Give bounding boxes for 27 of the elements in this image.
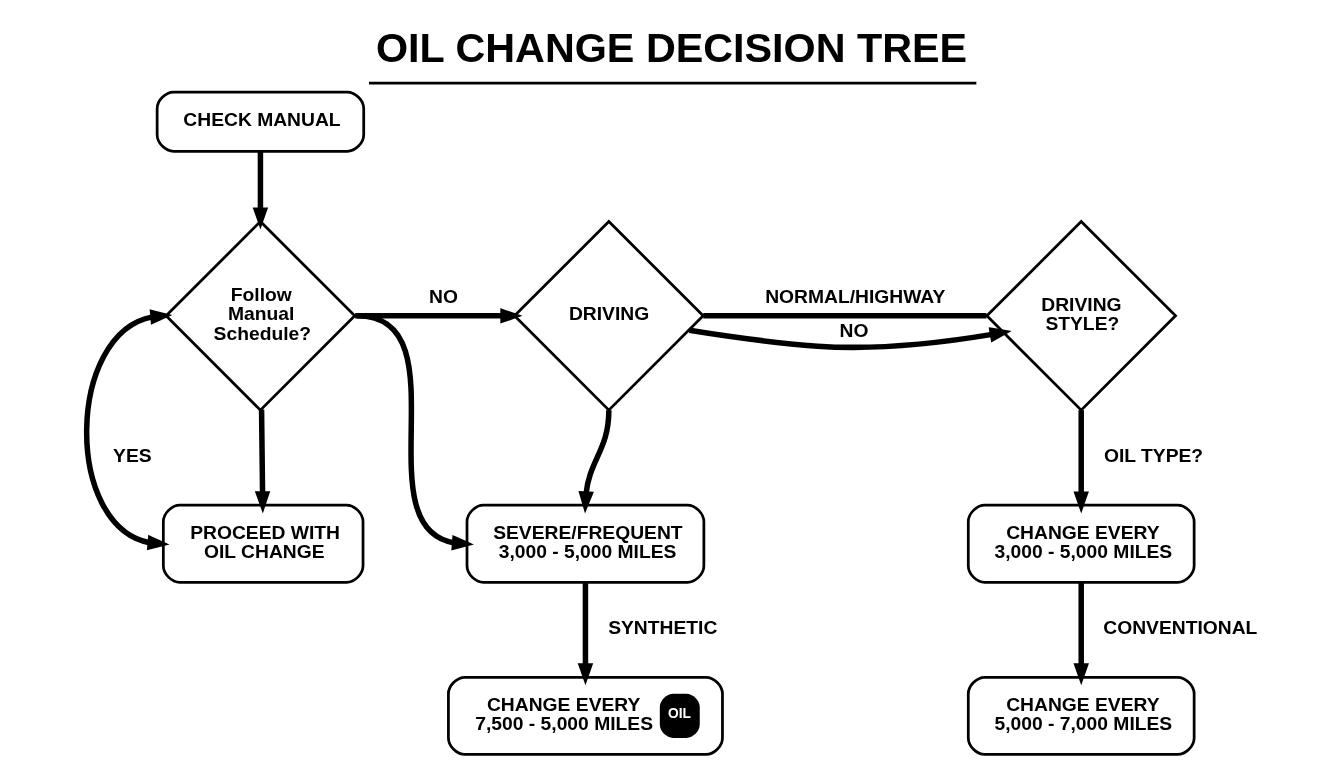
edge-label: CONVENTIONAL [1103,617,1258,639]
arrow [356,313,474,551]
arrow [355,308,523,324]
edge-label: NO [839,320,869,342]
arrow [254,409,271,514]
node-diamond: DRIVING [512,219,706,413]
arrow [577,582,594,686]
node-diamond: DRIVING STYLE? [984,219,1178,413]
edge-label: SYNTHETIC [608,617,718,639]
node-box: CHANGE EVERY 3,000 - 5,000 MILES [966,503,1196,584]
node-box: CHECK MANUAL [155,90,366,153]
arrow [83,309,173,551]
node-box: CHANGE EVERY 5,000 - 7,000 MILES [966,675,1196,756]
edge-label: NORMAL/HIGHWAY [765,286,946,308]
edge-label: YES [113,445,152,467]
edge-label: OIL TYPE? [1103,445,1204,467]
arrow [578,410,612,514]
arrow [252,151,269,230]
arrow [1073,410,1089,514]
diagram-title: OIL CHANGE DECISION TREE [375,25,968,72]
arrow [1073,582,1089,686]
edge-label: NO [429,286,459,308]
arrow [688,327,1012,351]
node-box: SEVERE/FREQUENT 3,000 - 5,000 MILES [465,503,706,584]
node-diamond: Follow Manual Schedule? [164,219,357,413]
node-box: PROCEED WITH OIL CHANGE [161,503,365,584]
connector [703,313,987,319]
